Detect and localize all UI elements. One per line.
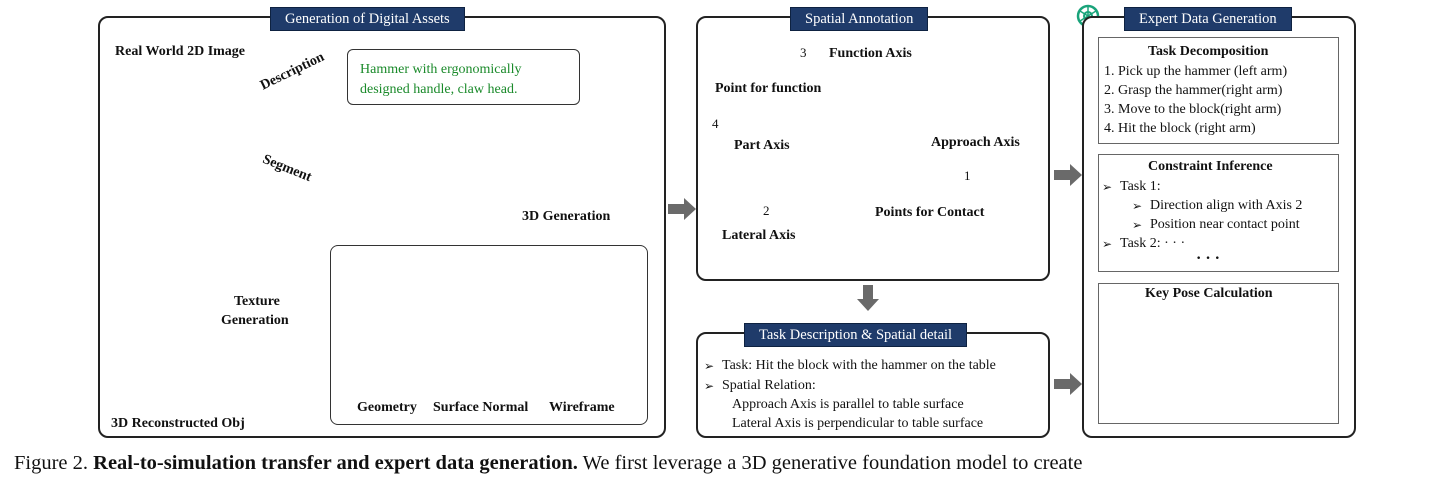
constraint-inference-box — [1098, 154, 1339, 272]
constraint-bullet-task1: ➢ — [1102, 180, 1113, 194]
constraint-bullet-task2: ➢ — [1102, 237, 1113, 251]
step-2: 2. Grasp the hammer(right arm) — [1104, 83, 1283, 98]
task-decomposition-title: Task Decomposition — [1148, 44, 1269, 59]
task-line: Task: Hit the block with the hammer on t… — [722, 358, 996, 373]
points-for-contact-label: Points for Contact — [875, 205, 985, 220]
render-variants-box — [330, 245, 648, 425]
digital-assets-title: Generation of Digital Assets — [270, 7, 465, 31]
constraint-bullet-c2: ➢ — [1132, 218, 1143, 232]
lateral-axis-label: Lateral Axis — [722, 228, 796, 243]
step-3: 3. Move to the block(right arm) — [1104, 102, 1282, 117]
constraint-inference-title: Constraint Inference — [1148, 159, 1273, 174]
num-1: 1 — [964, 168, 971, 183]
flow-arrow-3 — [1054, 373, 1082, 395]
approach-relation-line: Approach Axis is parallel to table surfa… — [732, 397, 964, 412]
caption-rest: We first leverage a 3D generative founda… — [577, 452, 1083, 474]
task-description-panel — [696, 332, 1050, 438]
task-description-title: Task Description & Spatial detail — [744, 323, 968, 347]
num-4: 4 — [712, 116, 719, 131]
surface-normal-label: Surface Normal — [433, 400, 529, 415]
geometry-label: Geometry — [357, 400, 417, 415]
part-axis-label: Part Axis — [734, 138, 790, 153]
step-1: 1. Pick up the hammer (left arm) — [1104, 64, 1288, 79]
description-text-line2: designed handle, claw head. — [360, 82, 518, 97]
texture-label-line2: Generation — [221, 313, 289, 328]
texture-label-line1: Texture — [234, 294, 280, 309]
expert-data-title: Expert Data Generation — [1124, 7, 1292, 31]
lateral-relation-line: Lateral Axis is perpendicular to table s… — [732, 416, 984, 431]
caption-prefix: Figure 2. — [14, 452, 94, 474]
description-text-line1: Hammer with ergonomically — [360, 62, 522, 77]
description-box — [347, 49, 580, 105]
key-pose-box — [1098, 283, 1339, 424]
function-axis-label: Function Axis — [829, 46, 912, 61]
approach-axis-label: Approach Axis — [931, 135, 1020, 150]
num-2: 2 — [763, 203, 770, 218]
real-image-label: Real World 2D Image — [115, 44, 246, 59]
task-bullet-2: ➢ — [704, 379, 715, 393]
flow-arrow-down — [857, 285, 879, 311]
constraint-bullet-c1: ➢ — [1132, 199, 1143, 213]
wireframe-label: Wireframe — [549, 400, 615, 415]
flow-arrow-2 — [1054, 164, 1082, 186]
constraint-task1: Task 1: — [1120, 179, 1161, 194]
constraint-direction: Direction align with Axis 2 — [1150, 198, 1303, 213]
caption-bold: Real-to-simulation transfer and expert d… — [93, 452, 578, 474]
figure-caption: Figure 2. Real-to-simulation transfer an… — [14, 452, 1082, 475]
task-bullet-1: ➢ — [704, 359, 715, 373]
step-4: 4. Hit the block (right arm) — [1104, 121, 1256, 136]
flow-arrow-1 — [668, 198, 696, 220]
generation-3d-label: 3D Generation — [522, 209, 611, 224]
constraint-task2: Task 2: · · · — [1120, 236, 1186, 251]
constraint-position: Position near contact point — [1150, 217, 1300, 232]
constraint-ellipsis: · · · — [1196, 250, 1221, 267]
task-decomposition-box — [1098, 37, 1339, 144]
spatial-annotation-title: Spatial Annotation — [790, 7, 929, 31]
reconstructed-label: 3D Reconstructed Obj — [111, 416, 245, 431]
num-3: 3 — [800, 45, 807, 60]
spatial-relation-line: Spatial Relation: — [722, 378, 816, 393]
point-for-function-label: Point for function — [715, 81, 822, 96]
key-pose-title: Key Pose Calculation — [1145, 286, 1273, 301]
